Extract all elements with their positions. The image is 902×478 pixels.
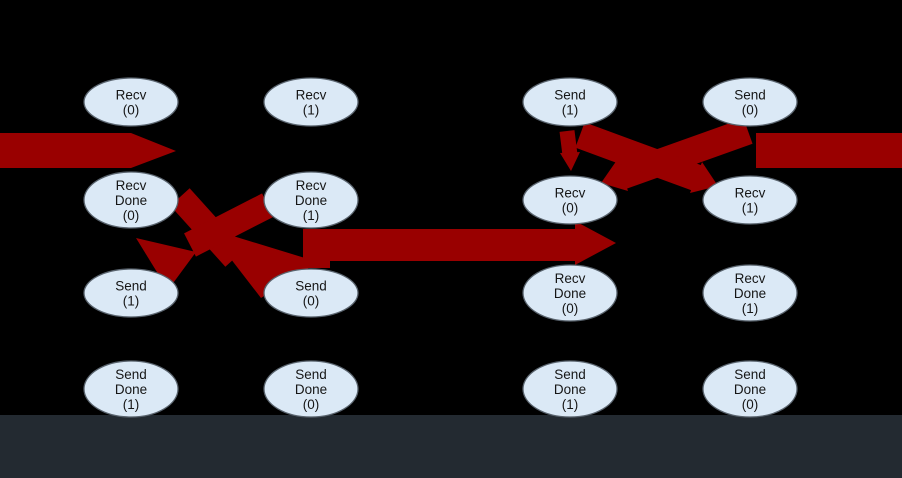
red-arrow-recv-done-1-to-send-1-head	[136, 238, 196, 290]
red-arrow-from-left-edge	[0, 133, 176, 168]
node-send-done-0	[263, 360, 359, 418]
node-recv-1-label: Recv(1)	[296, 88, 327, 118]
node-send-0	[702, 77, 798, 127]
node-recv-done-1	[263, 171, 359, 229]
node-send-1-label: Send(1)	[115, 279, 147, 309]
node-recv-0	[522, 175, 618, 225]
node-recv-done-0	[522, 264, 618, 322]
node-send-0	[263, 268, 359, 318]
node-send-0-label: Send(0)	[734, 88, 766, 118]
node-send-done-1	[83, 360, 179, 418]
red-arrow-send-0-to-recv-0-head	[601, 160, 628, 191]
node-recv-1	[702, 175, 798, 225]
red-arrow-to-right-recv-done-0	[303, 221, 616, 268]
red-band-from-right-edge	[756, 133, 902, 168]
node-recv-0-label: Recv(0)	[116, 88, 147, 118]
node-recv-1-label: Recv(1)	[735, 186, 766, 216]
red-arrow-send-1-down-head	[560, 152, 580, 171]
node-send-1	[522, 77, 618, 127]
node-send-done-0	[702, 360, 798, 418]
node-send-done-1	[522, 360, 618, 418]
node-send-0-label: Send(0)	[295, 279, 327, 309]
red-arrow-recv-done-0-to-send-0-head	[207, 228, 318, 298]
bottom-bar	[0, 415, 902, 478]
red-arrow-send-1-down	[559, 130, 578, 156]
red-arrow-recv-done-1-to-send-1	[184, 193, 274, 257]
node-send-1-label: Send(1)	[554, 88, 586, 118]
node-recv-1	[263, 77, 359, 127]
red-arrow-send-1-to-recv-1	[575, 122, 702, 191]
node-send-1	[83, 268, 179, 318]
node-recv-0	[83, 77, 179, 127]
node-recv-done-0	[83, 171, 179, 229]
node-recv-0-label: Recv(0)	[555, 186, 586, 216]
node-recv-done-1	[702, 264, 798, 322]
red-arrow-send-1-to-recv-1-head	[690, 162, 718, 193]
